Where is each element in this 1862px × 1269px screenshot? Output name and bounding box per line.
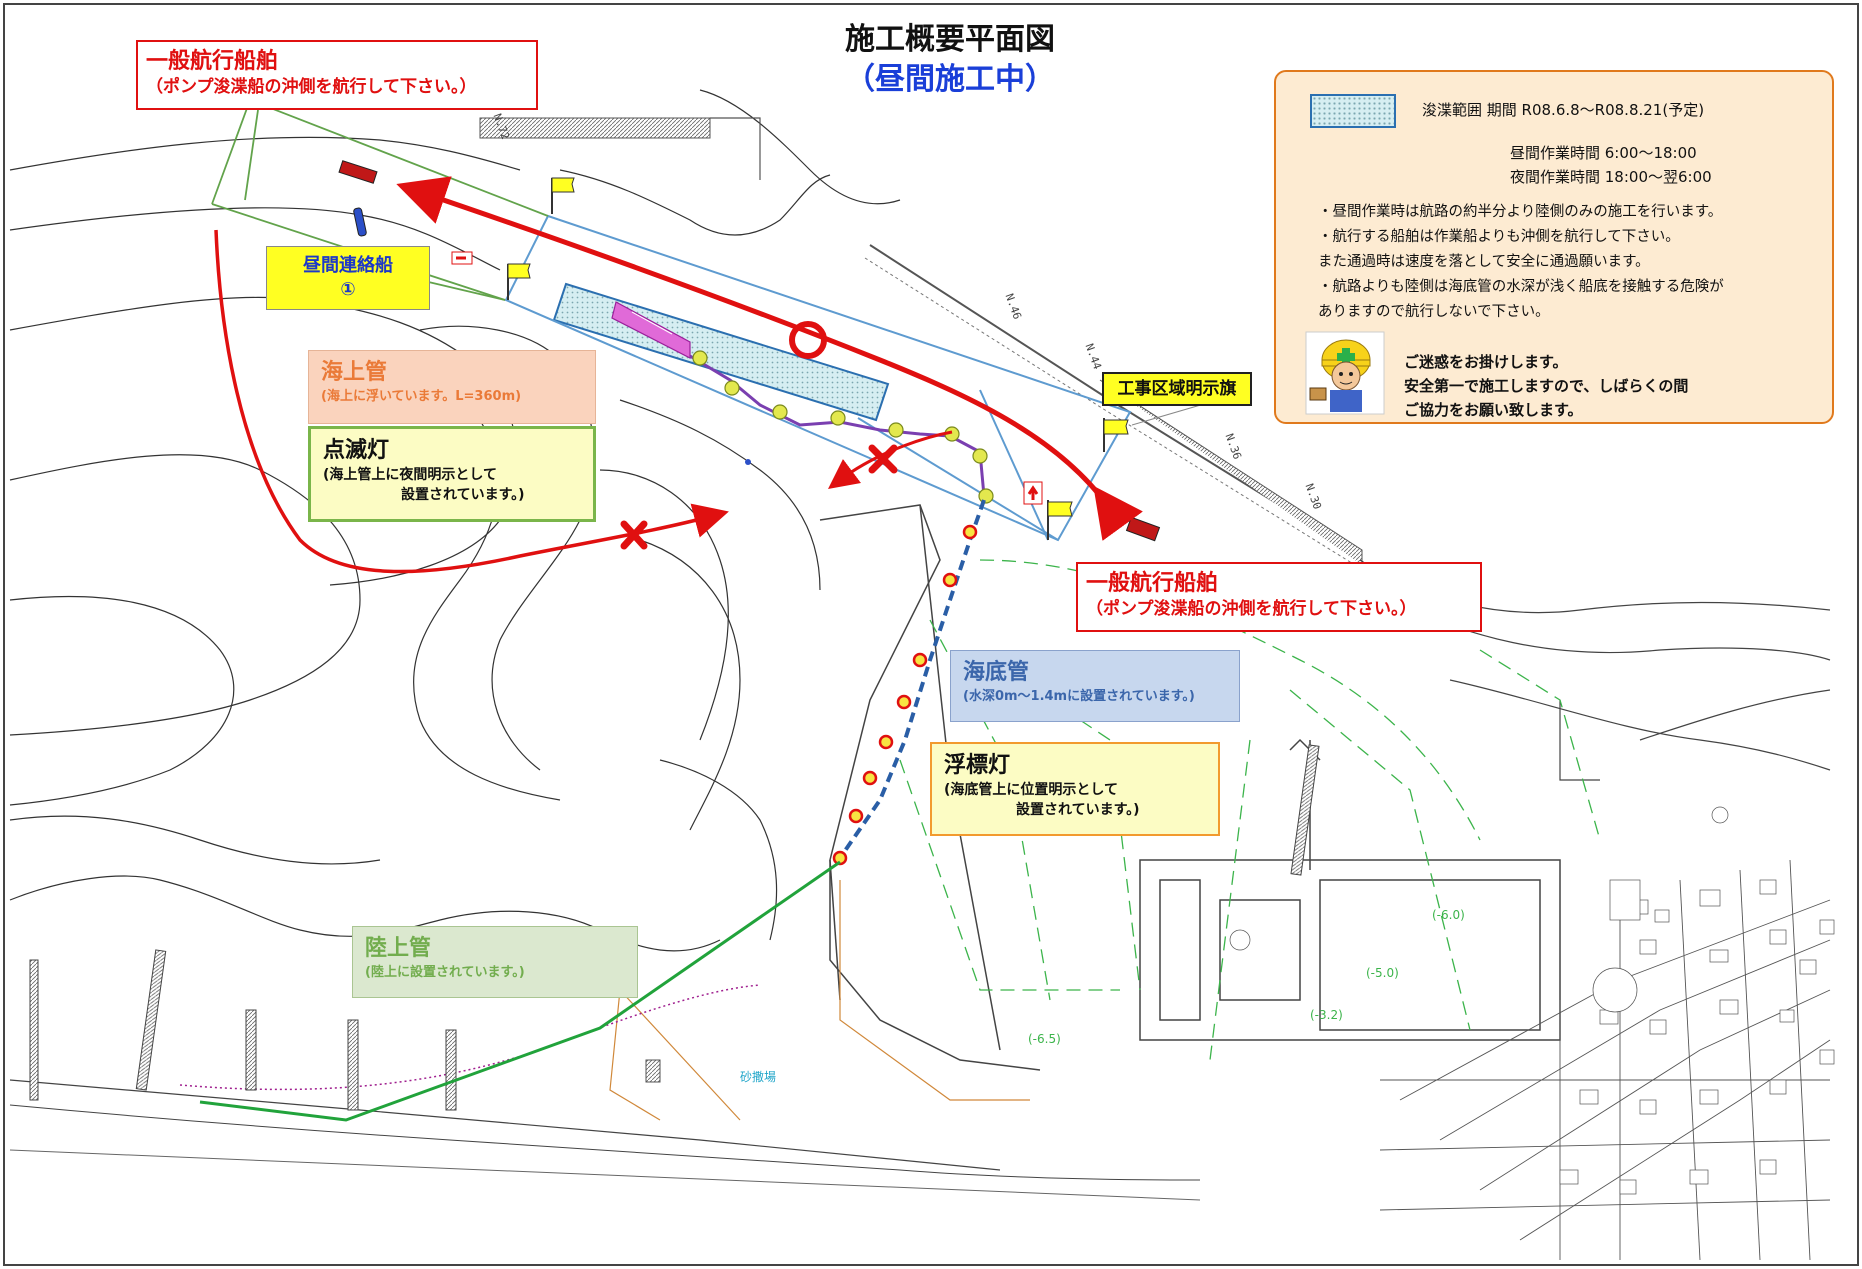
- day-contact-ship-label: 昼間連絡船 ①: [266, 246, 430, 310]
- blinking-light-heading: 点滅灯: [323, 438, 390, 463]
- work-zone-flag-label: 工事区域明示旗: [1102, 372, 1252, 406]
- navigation-arrow-main: [396, 176, 1143, 541]
- seabed-pipe-label: 海底管 (水深0m～1.4mに設置されています。): [950, 650, 1240, 722]
- dredging-area-legend-swatch: [1310, 94, 1396, 128]
- pier-right: [1290, 744, 1320, 876]
- depth-label: (-6.0): [1432, 908, 1465, 922]
- warning-heading: 一般航行船舶: [1086, 571, 1219, 596]
- night-hours: 夜間作業時間 18:00～翌6:00: [1510, 168, 1712, 186]
- shore-bottom: [9, 984, 1201, 1201]
- seabed-pipe-heading: 海底管: [963, 660, 1030, 685]
- blinking-light-line1: (海上管上に夜間明示として: [323, 467, 497, 483]
- day-hours: 昼間作業時間 6:00～18:00: [1510, 144, 1697, 162]
- zone-flags: [507, 177, 1129, 540]
- land-pipe-heading: 陸上管: [365, 936, 432, 961]
- day-contact-ship-name: 昼間連絡船: [303, 255, 393, 276]
- stockpile-mark: [645, 1059, 661, 1083]
- buoy-light-line1: (海底管上に位置明示として: [944, 782, 1118, 798]
- buoy-light-label: 浮標灯 (海底管上に位置明示として 設置されています。): [930, 742, 1220, 836]
- seabed-pipe-line: [838, 499, 986, 860]
- worker-mascot-icon: [1305, 331, 1385, 415]
- buoy-lights: [832, 524, 978, 866]
- note-item: ・昼間作業時は航路の約半分より陸側のみの施工を行います。: [1318, 204, 1723, 220]
- land-pipe-label: 陸上管 (陸上に設置されています。): [352, 926, 638, 998]
- note-item: ・航行する船舶は作業船よりも沖側を航行して下さい。 また通過時は速度を落として安…: [1318, 229, 1680, 270]
- no-pass-marks: [620, 444, 898, 550]
- land-pipe-line: [199, 860, 841, 1122]
- dredging-area: [552, 282, 890, 422]
- closing-line: 安全第一で施工しますので、しばらくの間: [1404, 377, 1689, 395]
- warning-sub: （ポンプ浚渫船の沖側を航行して下さい。）: [1086, 599, 1417, 619]
- marker-dot: [745, 459, 751, 465]
- area-label: 砂撒場: [740, 1070, 777, 1084]
- closing-line: ご迷惑をお掛けします。: [1404, 353, 1568, 371]
- land-pipe-sub: (陸上に設置されています。): [365, 965, 525, 980]
- page-subtitle: （昼間施工中）: [845, 62, 1055, 97]
- blinking-light-label: 点滅灯 (海上管上に夜間明示として 設置されています。): [308, 426, 596, 522]
- dredging-area-legend-text: 浚渫範囲 期間 R08.6.8～R08.8.21(予定): [1422, 101, 1705, 119]
- depth-label: (-6.5): [1028, 1032, 1061, 1046]
- navigation-curve-left: [214, 229, 729, 574]
- day-contact-ship-number: ①: [340, 279, 356, 300]
- depth-label: (-5.0): [1366, 966, 1399, 980]
- navigation-arrow-short: [827, 430, 953, 489]
- groynes: [29, 949, 457, 1111]
- surface-pipe-label: 海上管 (海上に浮いています。L=360m): [308, 350, 596, 424]
- info-panel: 浚渫範囲 期間 R08.6.8～R08.8.21(予定) 昼間作業時間 6:00…: [1274, 70, 1834, 424]
- page-title: 施工概要平面図: [845, 22, 1055, 57]
- note-item: ・航路よりも陸側は海底管の水深が浅く船底を接触する危険が ありますので航行しない…: [1318, 279, 1724, 320]
- depth-label: (-3.2): [1310, 1008, 1343, 1022]
- warning-box-right: 一般航行船舶 （ポンプ浚渫船の沖側を航行して下さい。）: [1076, 562, 1482, 632]
- surface-pipe-heading: 海上管: [321, 360, 388, 385]
- surface-pipe-sub: (海上に浮いています。L=360m): [321, 389, 522, 404]
- warning-sub: （ポンプ浚渫船の沖側を航行して下さい。）: [146, 77, 477, 97]
- seabed-pipe-sub: (水深0m～1.4mに設置されています。): [963, 689, 1195, 704]
- buoy-light-heading: 浮標灯: [944, 753, 1011, 778]
- warning-box-top: 一般航行船舶 （ポンプ浚渫船の沖側を航行して下さい。）: [136, 40, 538, 110]
- town-buildings: [1229, 806, 1835, 1195]
- sandfill-outline: [609, 880, 1030, 1121]
- notes-list: ・昼間作業時は航路の約半分より陸側のみの施工を行います。 ・航行する船舶は作業船…: [1318, 200, 1828, 325]
- buoy-light-line2: 設置されています。): [1016, 802, 1140, 818]
- closing-message: ご迷惑をお掛けします。 安全第一で施工しますので、しばらくの間 ご協力をお願い致…: [1404, 350, 1688, 422]
- closing-line: ご協力をお願い致します。: [1404, 401, 1583, 419]
- blinking-light-line2: 設置されています。): [401, 487, 525, 503]
- warning-heading: 一般航行船舶: [146, 49, 279, 74]
- pass-mark: [789, 321, 827, 359]
- map-frame: [3, 3, 1859, 1266]
